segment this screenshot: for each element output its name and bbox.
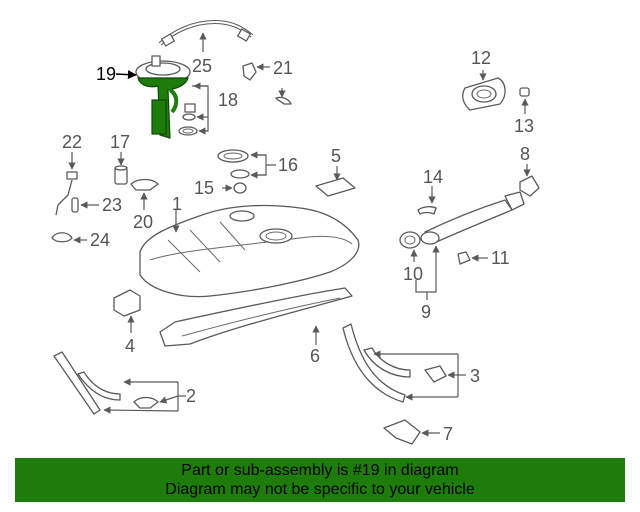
callout-23: 23 [102, 195, 122, 215]
callout-10: 10 [403, 264, 423, 284]
filter-part-17 [114, 152, 128, 185]
heat-shield-part-4 [113, 289, 141, 333]
filler-pipe-part-9 [399, 191, 525, 300]
callout-20: 20 [133, 212, 153, 232]
pump-gasket-part-18 [178, 82, 209, 136]
lock-ring-part-16 [217, 149, 276, 179]
callout-17: 17 [110, 132, 130, 152]
fuel-pump-assembly-part-19 [115, 55, 191, 139]
fuel-door-part-12 [462, 70, 506, 111]
vent-hose-part-25 [158, 20, 254, 52]
callout-16: 16 [278, 155, 298, 175]
callout-3: 3 [470, 366, 480, 386]
callout-8: 8 [520, 144, 530, 164]
valve-part-15 [222, 182, 247, 194]
callout-1: 1 [172, 194, 182, 214]
tank-band-part-6 [159, 287, 353, 347]
filler-cap-part-8 [519, 164, 540, 197]
callout-13: 13 [514, 116, 534, 136]
bracket-part-20 [130, 178, 159, 210]
callout-19: 19 [96, 64, 116, 84]
callout-25: 25 [192, 56, 212, 76]
bracket-part-7 [383, 419, 440, 445]
bracket-part-11 [457, 251, 488, 265]
protector-part-5 [315, 166, 356, 197]
banner-line-1: Part or sub-assembly is #19 in diagram [181, 462, 459, 479]
callout-14: 14 [423, 167, 443, 187]
callout-22: 22 [62, 132, 82, 152]
banner-line-2: Diagram may not be specific to your vehi… [165, 481, 475, 498]
clip-part-21 [242, 62, 292, 105]
tank-strap-part-2 [53, 351, 186, 415]
callout-5: 5 [331, 146, 341, 166]
door-clip-part-13 [519, 87, 530, 114]
callout-6: 6 [310, 346, 320, 366]
hose-part-14 [417, 186, 437, 215]
tank-strap-part-3 [342, 323, 466, 403]
fuel-tank-part-1 [139, 204, 360, 298]
callout-15: 15 [194, 178, 214, 198]
callout-2: 2 [186, 386, 196, 406]
callout-21: 21 [273, 58, 293, 78]
float-part-23 [71, 197, 99, 213]
notice-banner: Part or sub-assembly is #19 in diagram D… [15, 458, 625, 502]
clamp-part-24 [51, 232, 87, 244]
callout-18: 18 [218, 90, 238, 110]
callout-12: 12 [471, 48, 491, 68]
callout-7: 7 [443, 424, 453, 444]
sender-part-22 [55, 152, 78, 216]
callout-4: 4 [125, 336, 135, 356]
callout-11: 11 [491, 248, 510, 268]
callout-24: 24 [90, 230, 110, 250]
callout-9: 9 [421, 302, 431, 322]
parts-diagram: 1 2 3 4 5 6 7 8 9 10 11 12 13 14 15 16 1… [51, 20, 540, 445]
